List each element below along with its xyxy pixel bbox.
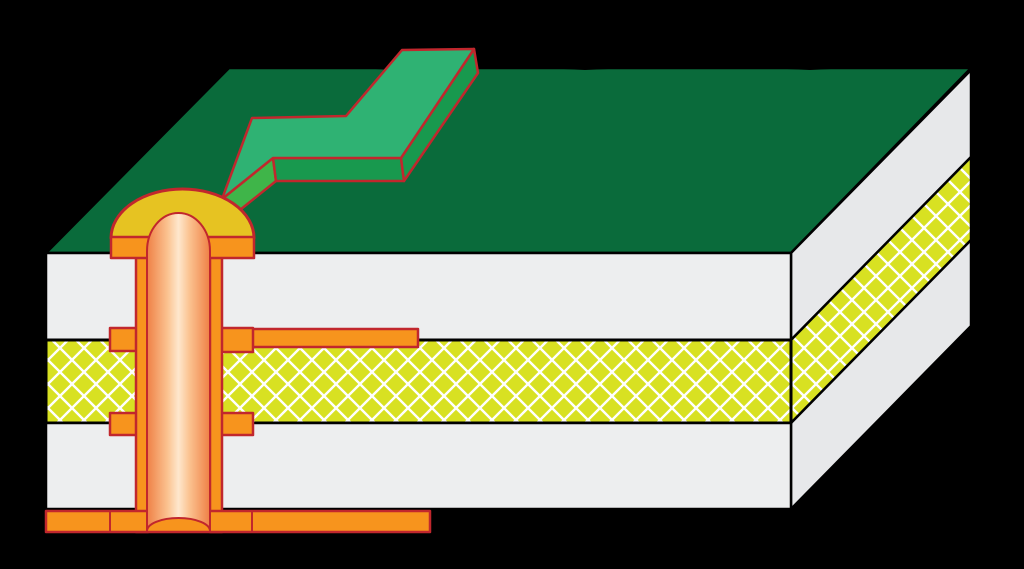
trace-side-face-middle-segment — [271, 156, 406, 183]
bottom-copper-layer — [44, 509, 432, 534]
trace-top-face — [220, 47, 476, 201]
via-barrel-wall-right — [208, 253, 224, 534]
via-tab-upper-left — [108, 326, 140, 353]
via-tab-lower-left — [108, 411, 140, 437]
via-tab-lower-right — [218, 411, 255, 437]
board-back-edge-rough — [229, 59, 971, 70]
via-barrel-copper — [146, 212, 211, 532]
via-tab-upper-right — [218, 326, 255, 354]
